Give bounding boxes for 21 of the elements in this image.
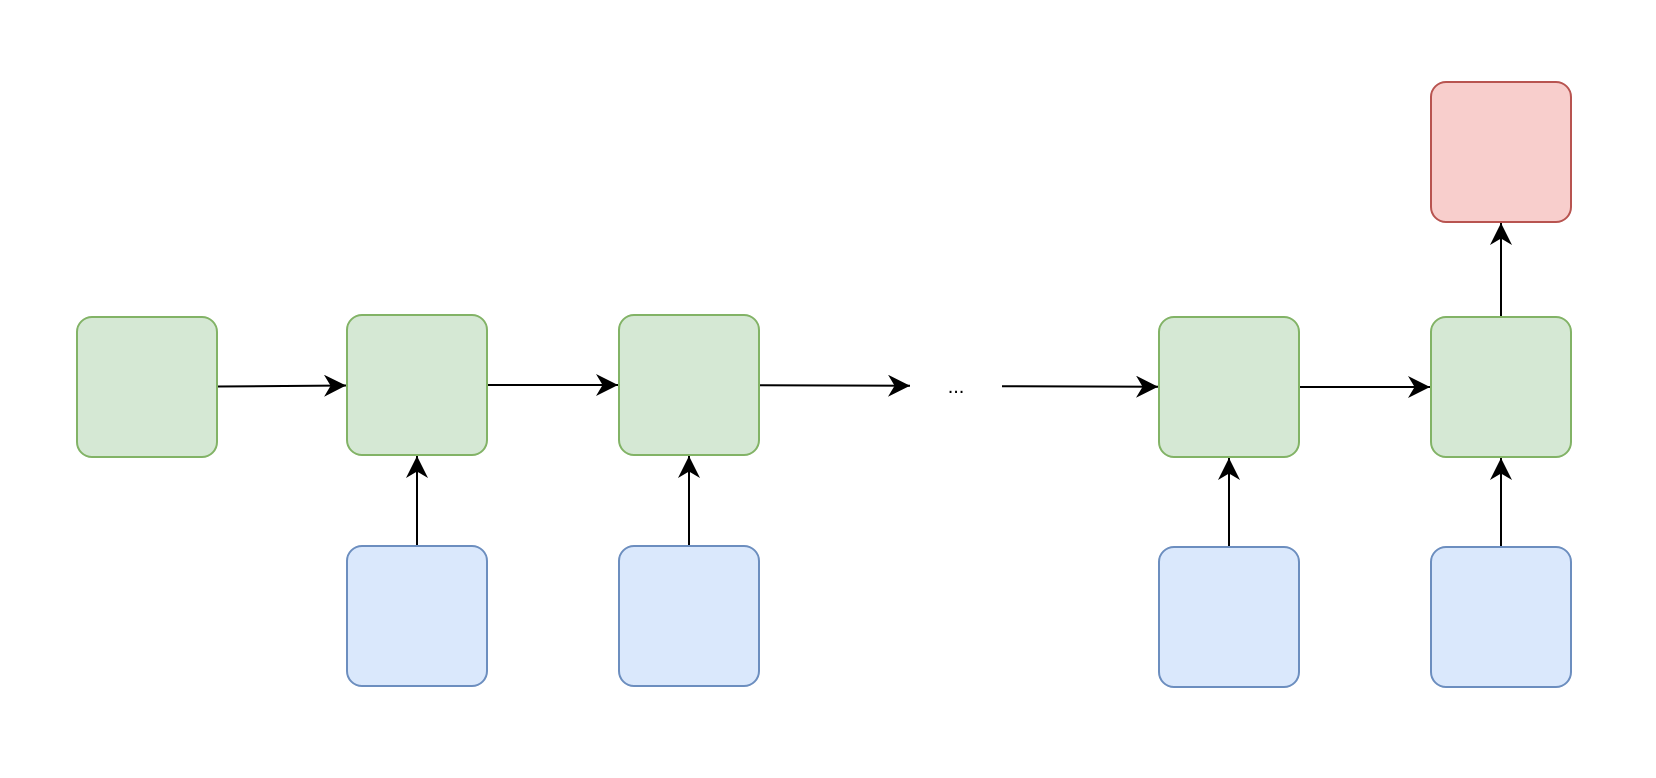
- rounded-box: [618, 314, 760, 456]
- arrow: [1001, 375, 1159, 398]
- arrow: [1218, 457, 1240, 547]
- rounded-box: [346, 314, 488, 456]
- arrow: [759, 374, 911, 397]
- rounded-box: [346, 545, 488, 687]
- ellipsis-text: ...: [947, 374, 965, 398]
- rounded-box: [1430, 316, 1572, 458]
- arrow: [678, 455, 700, 546]
- arrow: [1299, 376, 1431, 398]
- arrow: [487, 374, 619, 396]
- rounded-box: [1158, 316, 1300, 458]
- rounded-box: [76, 316, 218, 458]
- rounded-box: [618, 545, 760, 687]
- rounded-box: [1430, 81, 1572, 223]
- arrow: [1490, 457, 1512, 547]
- rounded-box: [1430, 546, 1572, 688]
- arrow: [1490, 222, 1512, 317]
- arrow: [217, 374, 347, 397]
- rounded-box: [1158, 546, 1300, 688]
- arrow: [406, 455, 428, 546]
